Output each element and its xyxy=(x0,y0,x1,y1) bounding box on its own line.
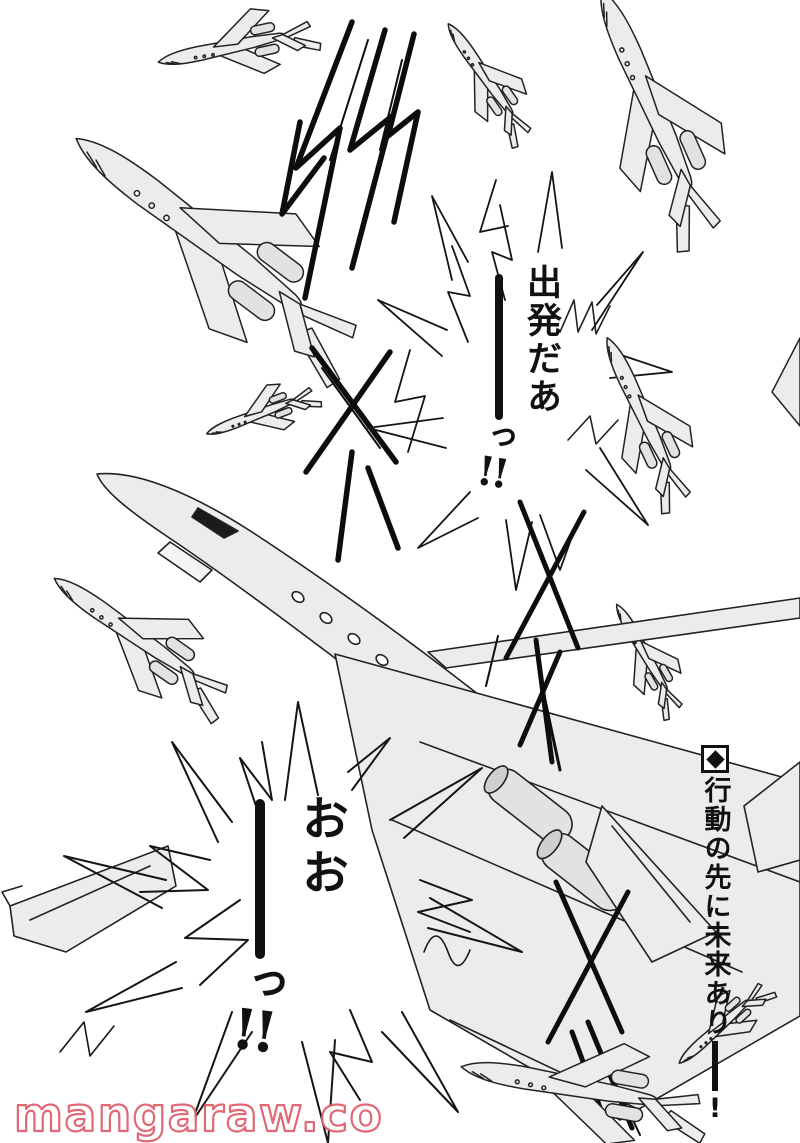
diamond-bullet-icon xyxy=(701,745,729,773)
airplane xyxy=(549,0,765,265)
margin-note-text: 行動の先に未来あり xyxy=(699,776,731,1037)
speech-bottom-text: おお xyxy=(293,794,348,902)
airplane-wing-partial xyxy=(771,337,800,427)
margin-note: 行動の先に未来あり ! xyxy=(692,745,738,1124)
sfx-x-mark-middle xyxy=(485,499,587,772)
airplane-large-topleft xyxy=(31,79,405,412)
airplane xyxy=(424,6,553,156)
speech-bottom-long-dash xyxy=(255,799,265,959)
watermark-text: mangaraw.co xyxy=(14,1088,383,1143)
airplane xyxy=(572,320,721,523)
airplane xyxy=(197,368,327,457)
speed-burst-bottom xyxy=(59,701,523,1143)
airplane xyxy=(150,0,326,96)
airplane-large-center xyxy=(96,472,800,1121)
airplane xyxy=(593,590,703,727)
speech-top-small-tsu: っ xyxy=(478,420,517,453)
speech-top-long-dash xyxy=(495,274,503,420)
speech-bottom-exclamation: !! xyxy=(228,995,278,1067)
margin-note-exclamation: ! xyxy=(708,1093,722,1124)
speech-top-text: 出発だあ xyxy=(521,264,562,416)
sfx-x-mark-upper xyxy=(303,345,401,563)
speech-bottom-small-tsu: っ xyxy=(234,960,287,1005)
margin-note-long-dash xyxy=(712,1041,718,1091)
speed-squiggles xyxy=(559,299,619,445)
sfx-scribble-top xyxy=(279,19,421,301)
